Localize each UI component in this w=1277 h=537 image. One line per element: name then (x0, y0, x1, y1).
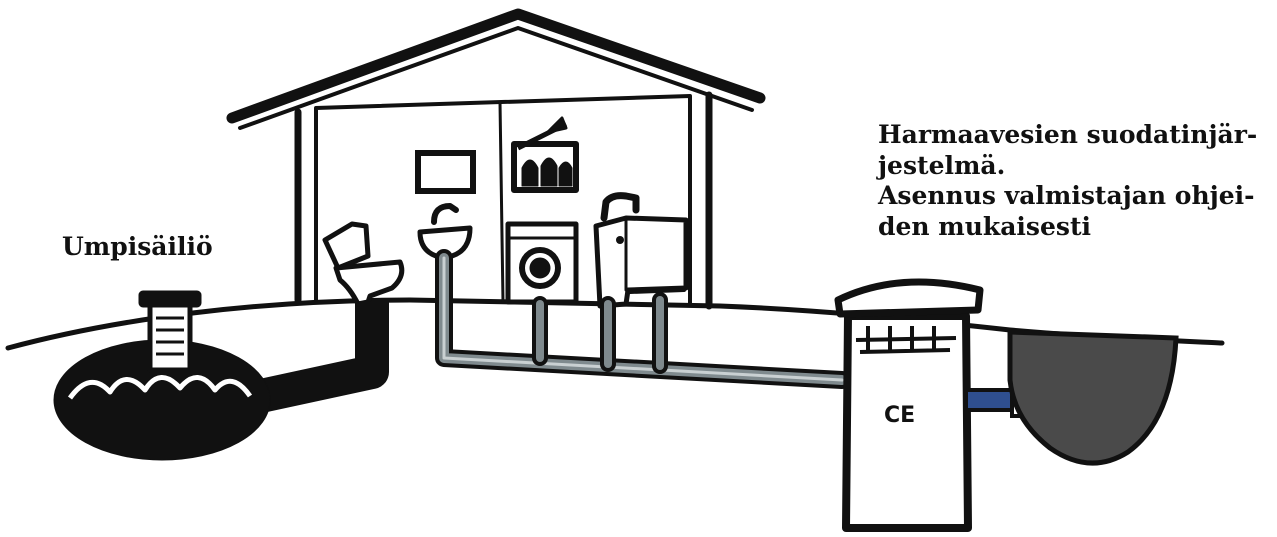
wall-window-picture (514, 118, 576, 190)
filter-description-line: jestelmä. (878, 151, 1257, 182)
sink (420, 206, 470, 256)
sink-tap (434, 206, 456, 222)
ce-mark-label: CE (884, 403, 915, 428)
holding-tank (54, 292, 270, 460)
shower-head (604, 196, 636, 218)
house-divider (500, 102, 503, 302)
wall-mirror (418, 153, 473, 191)
filter-description-line: Asennus valmistajan ohjei- (878, 181, 1257, 212)
holding-tank-riser (150, 300, 190, 370)
filter-description-line: den mukaisesti (878, 212, 1257, 243)
washing-machine (508, 224, 576, 302)
holding-tank-lid (140, 292, 200, 306)
filter-description-line: Harmaavesien suodatinjär- (878, 120, 1257, 151)
shower (596, 196, 686, 306)
holding-tank-label: Umpisäiliö (62, 232, 213, 261)
soil-infiltration-bed (1010, 332, 1176, 463)
filter-unit-lid (838, 282, 980, 314)
filter-description: Harmaavesien suodatinjär- jestelmä. Asen… (878, 120, 1257, 242)
toilet (325, 224, 402, 304)
toilet-cistern (325, 224, 368, 268)
